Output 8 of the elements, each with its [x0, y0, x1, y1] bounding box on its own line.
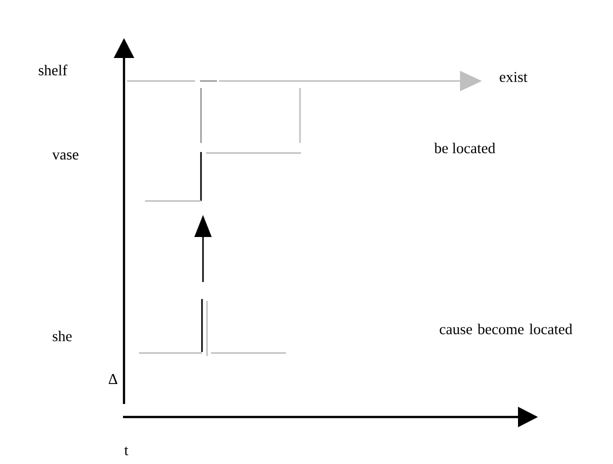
axis-label: cause become located [440, 324, 572, 334]
axis-label: be located [434, 142, 496, 154]
axis-label: shelf [38, 64, 68, 76]
axis-label: Δ [108, 374, 118, 384]
axis-label: vase [52, 152, 78, 160]
axis-label: she [52, 330, 72, 342]
axis-label: t [124, 446, 128, 456]
axis-label: exist [500, 72, 528, 82]
